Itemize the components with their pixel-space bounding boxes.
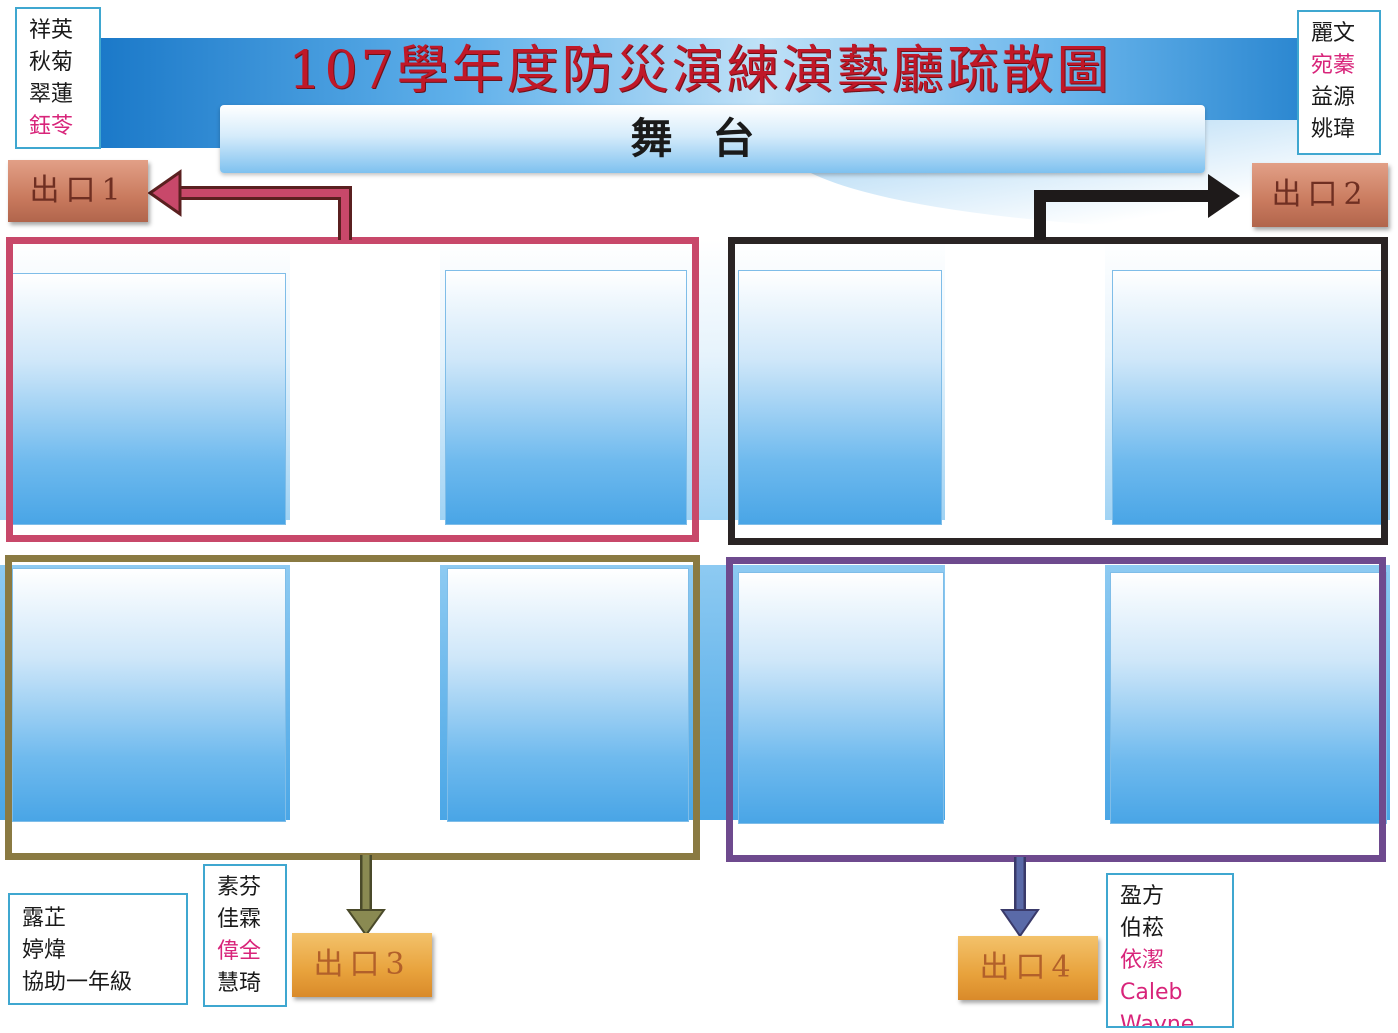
seat-panel-bottom-right-a (738, 572, 944, 824)
seat-panel-top-left-a (12, 273, 286, 525)
seat-panel-bottom-left-a (12, 568, 286, 822)
exit-3-label: 出口3 (292, 933, 432, 997)
arrow-head-exit-3 (346, 909, 386, 937)
name-entry-highlight: Caleb (1120, 980, 1183, 1005)
seat-panel-top-right-a (738, 270, 942, 525)
name-entry-highlight: 鈺苓 (29, 114, 74, 139)
name-entry: 祥英 (29, 18, 74, 43)
name-entry: 麗文 (1311, 21, 1356, 46)
seat-panel-top-right-b (1112, 270, 1386, 525)
arrow-head-exit-4 (1000, 909, 1040, 938)
name-entry-highlight: 宛蓁 (1311, 53, 1356, 78)
group-bottom-right-border (726, 557, 1386, 862)
name-entry: 露芷 (22, 906, 67, 931)
name-box-bottom-left: 露芷 婷煒 協助一年級 (8, 893, 188, 1005)
name-box-bottom-right: 盈方 伯菘 依潔 Caleb Wayne (1106, 873, 1234, 1028)
name-box-top-left: 祥英 秋菊 翠蓮 鈺苓 (15, 7, 101, 149)
name-entry-highlight: 偉全 (217, 939, 262, 964)
group-top-left-border (6, 237, 699, 542)
stage (220, 105, 1205, 173)
stage-label: 舞台 (630, 114, 795, 163)
arrow-to-exit-2 (1034, 190, 1215, 240)
group-bottom-left-border (5, 555, 700, 860)
name-entry: 姚瑋 (1311, 117, 1356, 142)
page-title: 107學年度防災演練演藝廳疏散圖 (288, 41, 1112, 101)
seat-panel-top-left-b (445, 270, 687, 525)
name-entry: 翠蓮 (29, 82, 74, 107)
exit-2-label: 出口2 (1252, 163, 1388, 227)
name-box-bottom-center: 素芬 佳霖 偉全 慧琦 (203, 864, 287, 1007)
name-entry: 伯菘 (1120, 916, 1165, 941)
name-box-top-right: 麗文 宛蓁 益源 姚瑋 (1297, 10, 1381, 155)
name-entry: 盈方 (1120, 884, 1165, 909)
name-entry-note: 協助一年級 (22, 970, 133, 995)
exit-1-label: 出口1 (8, 160, 148, 222)
arrow-to-exit-1 (175, 186, 352, 240)
name-entry: 慧琦 (217, 971, 262, 996)
name-entry: 佳霖 (217, 907, 262, 932)
name-entry: 婷煒 (22, 938, 67, 963)
name-entry-highlight: Wayne (1120, 1012, 1195, 1028)
name-entry: 秋菊 (29, 50, 74, 75)
seat-panel-bottom-left-b (447, 568, 689, 822)
exit-4-label: 出口4 (958, 936, 1098, 1000)
name-entry: 素芬 (217, 875, 262, 900)
group-top-right-border (728, 237, 1388, 545)
name-entry: 益源 (1311, 85, 1356, 110)
arrow-head-exit-1 (147, 169, 182, 217)
seat-panel-bottom-right-b (1110, 572, 1387, 824)
arrow-head-exit-2 (1208, 174, 1240, 218)
name-entry-highlight: 依潔 (1120, 948, 1165, 973)
